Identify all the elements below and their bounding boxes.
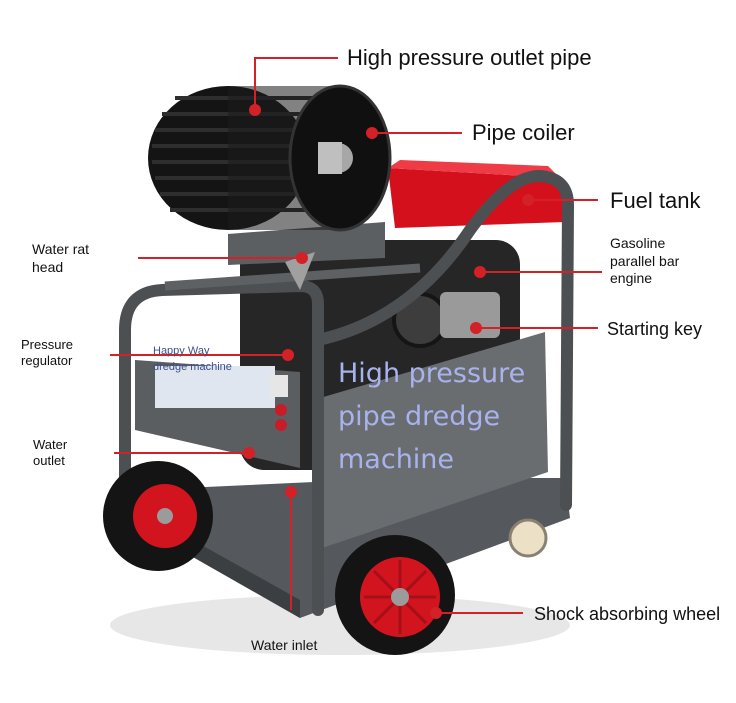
label-water-inlet: Water inlet — [251, 637, 318, 653]
product-title-overlay: High pressure pipe dredge machine — [338, 358, 526, 476]
callout-lines — [110, 57, 602, 614]
fuel-tank-top — [388, 160, 560, 178]
callout-dots — [243, 104, 534, 619]
frame-front-tube — [119, 279, 324, 616]
front-cover-panel — [320, 332, 548, 548]
panel-button-top — [275, 404, 287, 416]
water-rat-head-nozzle — [285, 252, 315, 290]
label-gasoline-engine: Gasoline parallel bar engine — [610, 235, 680, 286]
left-wheel-hub — [157, 508, 173, 524]
machine-sticker-text: Happy Way dredge machine — [153, 345, 232, 373]
label-water-outlet: Water outlet — [33, 437, 68, 469]
ground-shadow — [110, 595, 570, 655]
reel-bracket — [228, 222, 385, 265]
rear-caster-wheel — [508, 518, 548, 558]
panel-button-bottom — [275, 419, 287, 431]
right-wheel-hub — [391, 588, 409, 606]
reel-swivel-fitting — [318, 142, 342, 174]
label-fuel-tank: Fuel tank — [610, 188, 701, 213]
engine-carburetor — [440, 292, 500, 338]
label-shock-absorbing-wheel: Shock absorbing wheel — [534, 604, 721, 624]
label-starting-key: Starting key — [607, 319, 703, 339]
machine-sticker-backing — [155, 366, 275, 408]
frame-rear-tube — [312, 170, 575, 511]
frame-top-rail — [164, 263, 421, 291]
label-pressure-regulator: Pressure regulator — [21, 337, 74, 369]
label-pipe-coiler: Pipe coiler — [472, 120, 575, 145]
base-deck — [128, 478, 570, 618]
pressure-gauge-face — [270, 375, 288, 397]
label-high-pressure-outlet-pipe: High pressure outlet pipe — [347, 45, 592, 70]
label-water-rat-head: Water rat head — [32, 241, 90, 275]
